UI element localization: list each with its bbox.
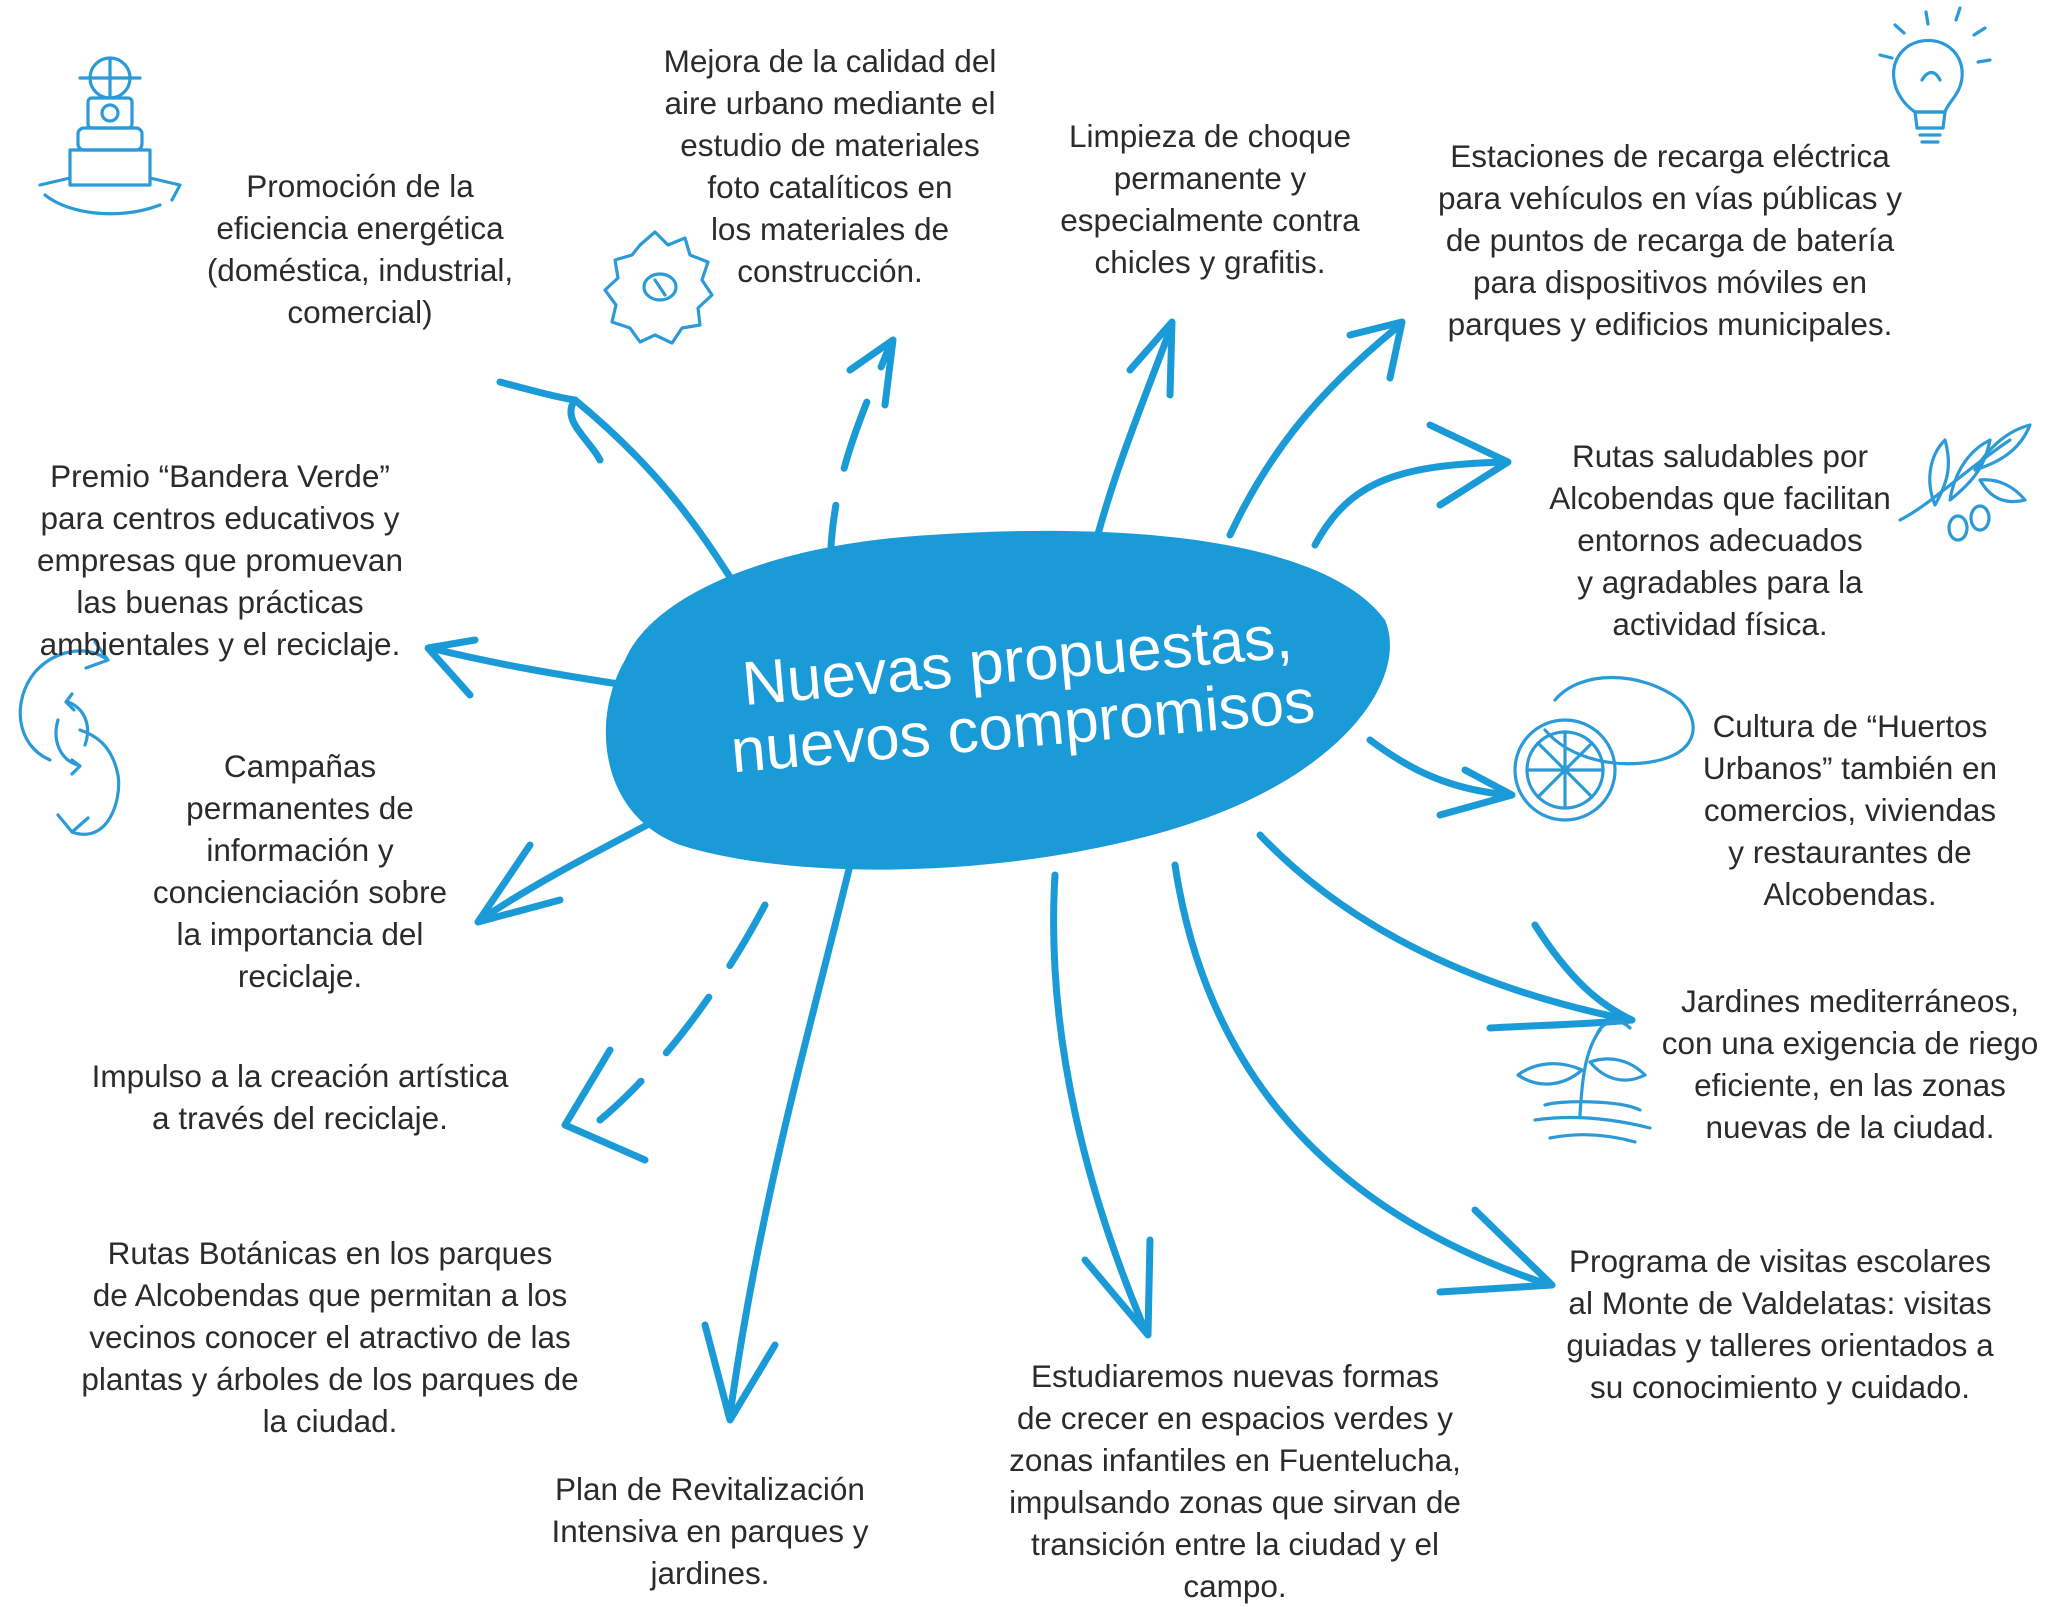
arrow-jardines (1256, 831, 1636, 1032)
node-aire-text: Mejora de la calidad del aire urbano med… (663, 43, 997, 289)
arrow-revitalizacion (701, 861, 854, 1424)
lemon-icon (1513, 676, 1695, 822)
node-campanas-text: Campañas permanentes de información y co… (152, 748, 448, 994)
node-jardines: Jardines mediterráneos, con una exigenci… (1650, 980, 2050, 1148)
node-creacion-text: Impulso a la creación artística a través… (91, 1058, 509, 1136)
node-limpieza-text: Limpieza de choque permanente y especial… (1060, 118, 1360, 280)
node-huertos: Cultura de “Huertos Urbanos” también en … (1680, 705, 2020, 915)
gear-icon (603, 230, 714, 345)
node-aire: Mejora de la calidad del aire urbano med… (640, 40, 1020, 292)
node-visitas: Programa de visitas escolares al Monte d… (1550, 1240, 2010, 1408)
node-creacion: Impulso a la creación artística a través… (70, 1055, 530, 1139)
node-campanas: Campañas permanentes de información y co… (130, 745, 470, 997)
arrow-rutas-saludables (1311, 421, 1512, 549)
arrow-huertos (1366, 736, 1516, 819)
arrow-espacios (1050, 871, 1154, 1339)
arrow-visitas (1171, 861, 1556, 1296)
node-revitalizacion-text: Plan de Revitalización Intensiva en parq… (551, 1471, 869, 1591)
node-recarga: Estaciones de recarga eléctrica para veh… (1420, 135, 1920, 345)
node-bandera: Premio “Bandera Verde” para centros educ… (20, 455, 420, 665)
node-bandera-text: Premio “Bandera Verde” para centros educ… (37, 458, 403, 662)
node-eficiencia: Promoción de la eficiencia energética (d… (190, 165, 530, 333)
node-botanicas: Rutas Botánicas en los parques de Alcobe… (60, 1232, 600, 1442)
lightbulb-icon (1878, 6, 1992, 144)
recycle-icon (18, 640, 121, 836)
arrow-aire (826, 336, 897, 579)
node-visitas-text: Programa de visitas escolares al Monte d… (1566, 1243, 1994, 1405)
node-jardines-text: Jardines mediterráneos, con una exigenci… (1661, 983, 2039, 1145)
arrow-bandera (424, 636, 629, 699)
node-limpieza: Limpieza de choque permanente y especial… (1040, 115, 1380, 283)
valve-hand-icon (38, 56, 182, 216)
node-espacios-text: Estudiaremos nuevas formas de crecer en … (1009, 1358, 1461, 1604)
olive-branch-icon (1898, 423, 2032, 542)
arrow-campanas (474, 801, 689, 926)
node-espacios: Estudiaremos nuevas formas de crecer en … (985, 1355, 1485, 1607)
node-huertos-text: Cultura de “Huertos Urbanos” también en … (1702, 708, 1998, 912)
node-botanicas-text: Rutas Botánicas en los parques de Alcobe… (81, 1235, 579, 1439)
sprout-icon (1516, 1020, 1652, 1144)
arrow-creacion (561, 901, 769, 1164)
node-rutas-saludables: Rutas saludables por Alcobendas que faci… (1520, 435, 1920, 645)
node-revitalizacion: Plan de Revitalización Intensiva en parq… (530, 1468, 890, 1594)
node-rutas-saludables-text: Rutas saludables por Alcobendas que faci… (1549, 438, 1891, 642)
node-eficiencia-text: Promoción de la eficiencia energética (d… (206, 168, 514, 330)
arrow-eficiencia (496, 378, 739, 589)
center-ellipse (605, 530, 1390, 870)
arrow-recarga (1226, 318, 1406, 539)
node-recarga-text: Estaciones de recarga eléctrica para veh… (1437, 138, 1902, 342)
arrow-limpieza (1091, 318, 1176, 549)
